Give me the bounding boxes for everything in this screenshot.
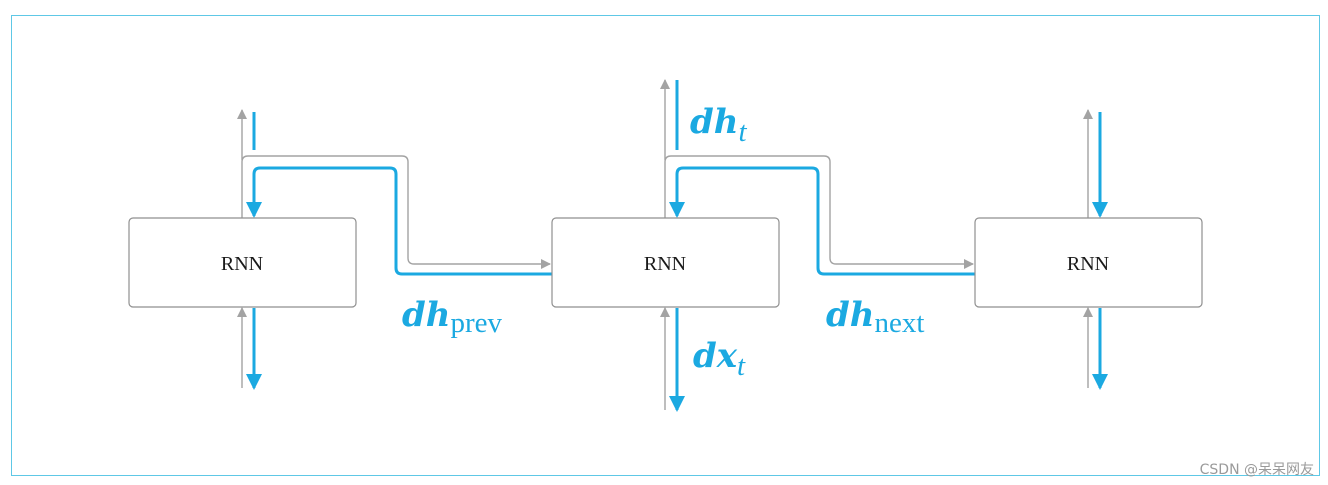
label-dx-t-sub: t [737, 350, 746, 382]
rnn-node-label: RNN [221, 253, 263, 275]
label-dh-next: dhnext [826, 295, 924, 339]
rnn-node-label: RNN [1067, 253, 1109, 275]
watermark: CSDN @呆呆网友 [1199, 462, 1314, 478]
label-dh-next-sub: next [875, 307, 925, 339]
rnn-node-2: RNN [551, 217, 780, 308]
label-dh-t-sub: t [739, 116, 748, 148]
rnn-node-3: RNN [974, 217, 1203, 308]
label-dh-prev-main: dh [402, 295, 451, 335]
figure-frame [11, 15, 1320, 476]
label-dh-prev: dhprev [402, 295, 503, 339]
label-dh-next-main: dh [826, 295, 875, 335]
label-dh-t-main: dh [690, 102, 739, 142]
forward-hidden-arrow-2-to-3 [664, 155, 974, 269]
gradient-dh-next-arrow [669, 166, 975, 276]
forward-hidden-arrow-1-to-2 [241, 155, 551, 269]
rnn-node-label: RNN [644, 253, 686, 275]
label-dx-t: dxt [693, 336, 746, 382]
rnn-node-1: RNN [128, 217, 357, 308]
gradient-dh-prev-arrow [246, 166, 552, 276]
label-dh-prev-sub: prev [451, 307, 503, 339]
label-dx-t-main: dx [693, 336, 738, 376]
label-dh-t: dht [690, 102, 748, 148]
